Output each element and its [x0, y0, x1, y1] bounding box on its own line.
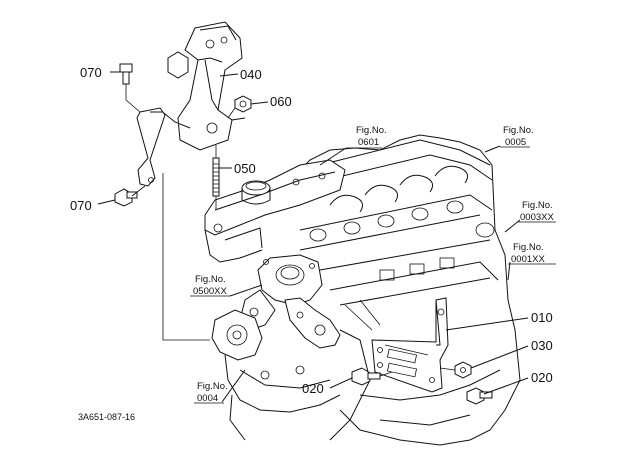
- fig-ref-0004-title: Fig.No.: [197, 381, 228, 392]
- label-030: 030: [531, 338, 553, 353]
- fig-ref-0004[interactable]: Fig.No. 0004: [194, 381, 228, 404]
- bolt-020-left: [351, 367, 381, 386]
- label-020-left: 020: [302, 381, 324, 396]
- fig-ref-0005-number: 0005: [505, 137, 526, 148]
- water-pump: [211, 309, 341, 441]
- water-flange-assembly: [239, 254, 341, 349]
- support-rod: [136, 107, 166, 187]
- fig-ref-0500xx-title: Fig.No.: [195, 274, 226, 285]
- fig-ref-0001xx-number: 0001XX: [511, 254, 545, 265]
- nut-030: [454, 361, 472, 379]
- bolt-070-top: [119, 63, 133, 85]
- nut-060: [234, 95, 252, 113]
- fig-ref-0500xx[interactable]: Fig.No. 0500XX: [190, 274, 230, 297]
- fig-ref-0001xx[interactable]: Fig.No. 0001XX: [508, 242, 556, 265]
- bracket-040: [149, 21, 246, 151]
- stud-050: [212, 157, 220, 197]
- fig-ref-0601[interactable]: Fig.No. 0601: [346, 125, 387, 149]
- fig-ref-0005[interactable]: Fig.No. 0005: [500, 125, 534, 148]
- label-070-top: 070: [80, 65, 102, 80]
- fig-ref-0601-title: Fig.No.: [356, 125, 387, 136]
- fig-ref-0001xx-title: Fig.No.: [513, 242, 544, 253]
- fig-ref-0601-number: 0601: [358, 137, 379, 148]
- label-060: 060: [270, 94, 292, 109]
- label-040: 040: [240, 67, 262, 82]
- fig-ref-0004-number: 0004: [197, 393, 218, 404]
- intake-manifold: [204, 159, 346, 263]
- label-020-right: 020: [531, 370, 553, 385]
- label-070-left: 070: [70, 198, 92, 213]
- drawing-code: 3A651-087-16: [78, 412, 135, 422]
- fig-ref-0003xx-number: 0003XX: [520, 212, 554, 223]
- fig-ref-0005-title: Fig.No.: [503, 125, 534, 136]
- label-050: 050: [234, 161, 256, 176]
- fig-ref-0500xx-number: 0500XX: [193, 286, 227, 297]
- bolt-070-left: [114, 188, 138, 207]
- fig-ref-0003xx[interactable]: Fig.No. 0003XX: [518, 200, 556, 223]
- leader-lines: [97, 71, 529, 403]
- fig-ref-0003xx-title: Fig.No.: [522, 200, 553, 211]
- label-010: 010: [531, 310, 553, 325]
- bracket-010: [371, 297, 449, 393]
- bolt-020-right: [466, 387, 493, 405]
